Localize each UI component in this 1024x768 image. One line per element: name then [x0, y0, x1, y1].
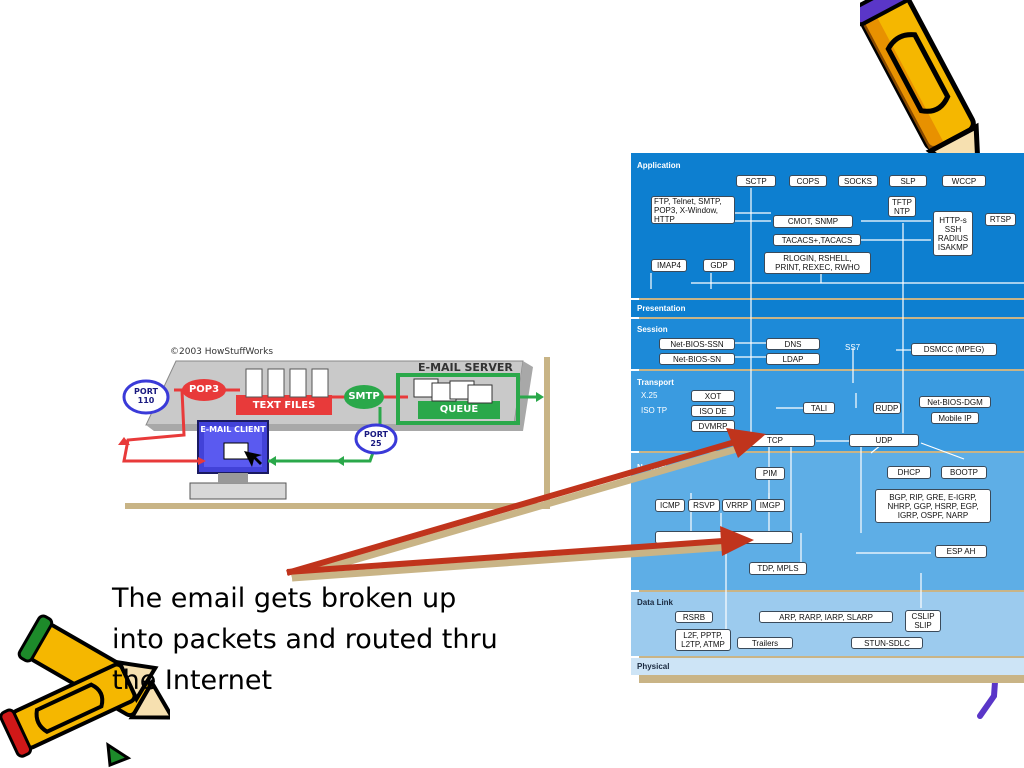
layer-title-physical: Physical	[637, 662, 670, 671]
proto-dsmcc: DSMCC (MPEG)	[911, 343, 997, 356]
layer-title-session: Session	[637, 325, 668, 334]
server-label: E-MAIL SERVER	[418, 361, 513, 374]
proto-imgp: IMGP	[755, 499, 785, 512]
proto-tftp-ntp: TFTP NTP	[888, 196, 916, 217]
queue-label: QUEUE	[439, 404, 479, 415]
proto-icmp: ICMP	[655, 499, 685, 512]
proto-imap4: IMAP4	[651, 259, 687, 272]
proto-wccp: WCCP	[942, 175, 986, 187]
pop3-label: POP3	[188, 384, 220, 395]
port25-label: PORT 25	[364, 430, 388, 448]
proto-xot: XOT	[691, 390, 735, 402]
proto-rsrb: RSRB	[675, 611, 713, 623]
proto-ss7: SS7	[845, 343, 861, 352]
proto-vrrp: VRRP	[722, 499, 752, 512]
proto-rsvp: RSVP	[688, 499, 720, 512]
proto-stun-sdlc: STUN-SDLC	[851, 637, 923, 649]
proto-tali: TALI	[803, 402, 835, 414]
smtp-label: SMTP	[348, 391, 380, 402]
pencil-clipart-bottom	[0, 614, 170, 768]
text-files-label: TEXT FILES	[252, 400, 316, 411]
layer-title-network: Network	[637, 463, 669, 472]
slide-caption: The email gets broken up into packets an…	[112, 578, 572, 701]
proto-slp: SLP	[889, 175, 927, 187]
layer-presentation: Presentation	[631, 300, 1024, 317]
proto-https-group: HTTP-s SSH RADIUS ISAKMP	[933, 211, 973, 256]
proto-cslip-slip: CSLIP SLIP	[905, 610, 941, 632]
proto-gdp: GDP	[703, 259, 735, 272]
caption-line-1: The email gets broken up	[112, 583, 457, 614]
proto-arp-group: ARP, RARP, IARP, SLARP	[759, 611, 893, 623]
proto-dhcp: DHCP	[887, 466, 931, 479]
proto-sctp: SCTP	[736, 175, 776, 187]
layer-title-transport: Transport	[637, 378, 674, 387]
email-client-label: E-MAIL CLIENT	[200, 425, 266, 434]
layer-title-presentation: Presentation	[637, 304, 686, 313]
port110-label: PORT 110	[134, 387, 158, 405]
proto-bootp: BOOTP	[941, 466, 987, 479]
proto-rtsp: RTSP	[985, 213, 1016, 226]
copyright-label: ©2003 HowStuffWorks	[170, 347, 274, 357]
layer-title-data-link: Data Link	[637, 598, 674, 607]
proto-iso-de: ISO DE	[691, 405, 735, 417]
proto-ldap: LDAP	[766, 353, 820, 365]
proto-x25: X.25	[641, 391, 658, 400]
proto-cops: COPS	[789, 175, 827, 187]
proto-pim: PIM	[755, 467, 785, 480]
proto-esp-ah: ESP AH	[935, 545, 987, 558]
proto-dvmrp: DVMRP	[691, 420, 735, 432]
proto-rlogin-group: RLOGIN, RSHELL, PRINT, REXEC, RWHO	[764, 252, 871, 274]
proto-ip-bar	[655, 531, 793, 544]
proto-dns: DNS	[766, 338, 820, 350]
proto-netbios-sn: Net-BIOS-SN	[659, 353, 735, 365]
proto-routing-group: BGP, RIP, GRE, E-IGRP, NHRP, GGP, HSRP, …	[875, 489, 991, 523]
proto-netbios-ssn: Net-BIOS-SSN	[659, 338, 735, 350]
proto-udp: UDP	[849, 434, 919, 447]
layer-title-application: Application	[637, 161, 681, 170]
proto-iso-tp: ISO TP	[641, 406, 668, 415]
email-server-diagram: ©2003 HowStuffWorks E-MAIL SERVER PORT 1…	[118, 345, 558, 515]
proto-tdp-mpls: TDP, MPLS	[749, 562, 807, 575]
proto-netbios-dgm: Net-BIOS-DGM	[919, 396, 991, 408]
proto-rudp: RUDP	[873, 402, 901, 414]
proto-l2f-group: L2F, PPTP, L2TP, ATMP	[675, 629, 731, 651]
proto-trailers: Trailers	[737, 637, 793, 649]
caption-line-2: into packets and routed thru	[112, 624, 498, 655]
proto-tacacs: TACACS+,TACACS	[773, 234, 861, 246]
proto-tcp: TCP	[735, 434, 815, 447]
proto-ftp-group: FTP, Telnet, SMTP, POP3, X-Window, HTTP	[651, 196, 735, 224]
caption-line-3: the Internet	[112, 665, 273, 696]
proto-mobile-ip: Mobile IP	[931, 412, 979, 424]
layer-physical: Physical	[631, 658, 1024, 675]
protocol-stack-diagram: Application Presentation Session Transpo…	[631, 153, 1024, 683]
proto-cmot-snmp: CMOT, SNMP	[773, 215, 853, 228]
proto-socks: SOCKS	[838, 175, 878, 187]
